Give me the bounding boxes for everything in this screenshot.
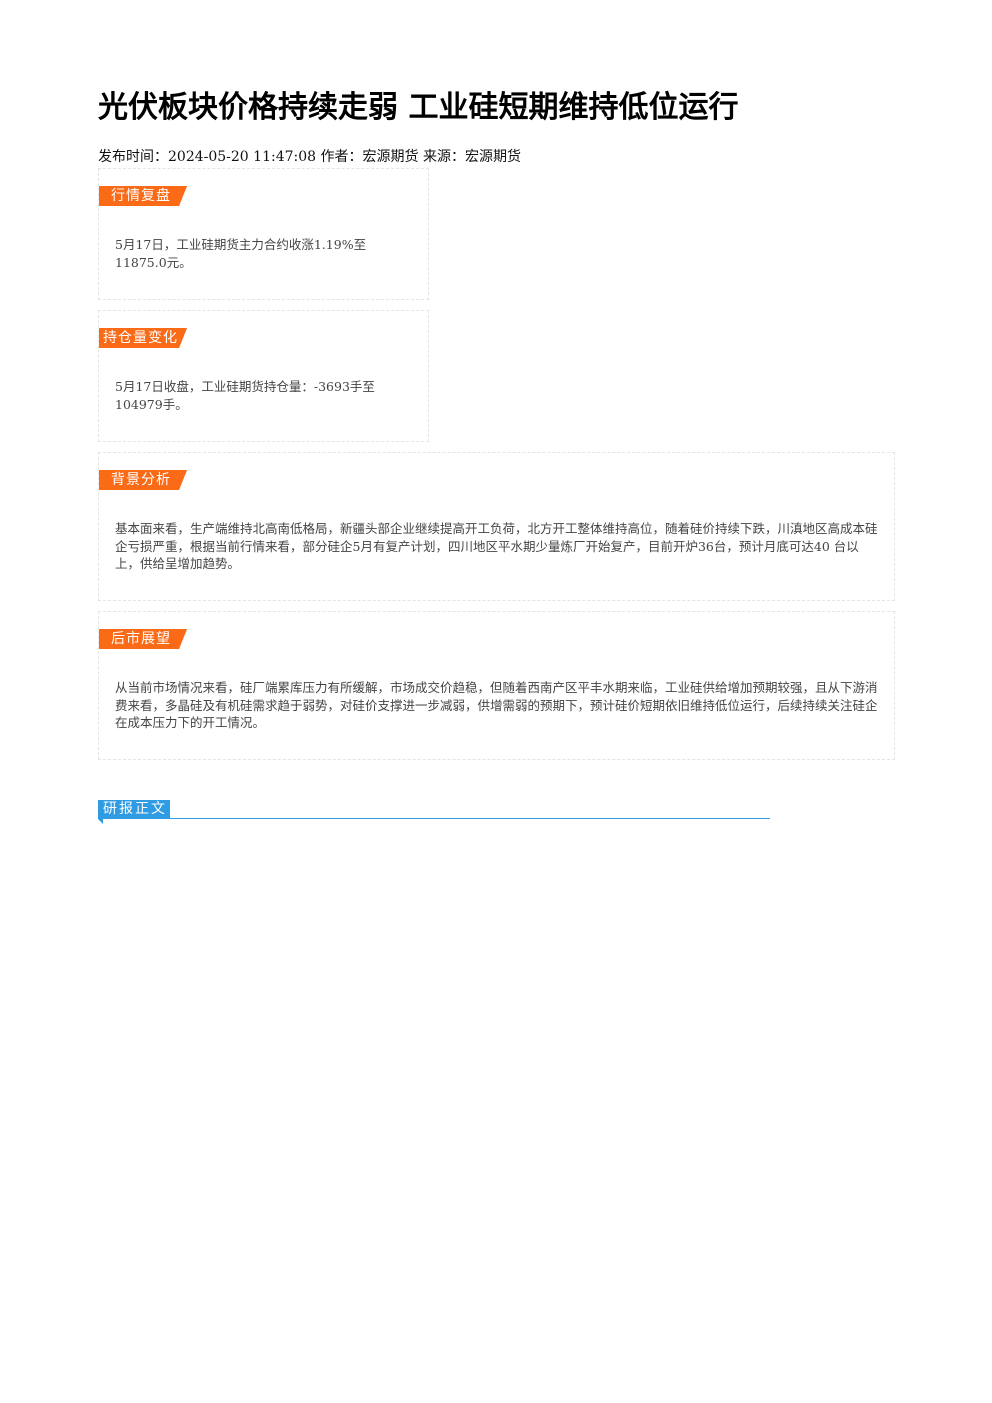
market-review-text: 5月17日，工业硅期货主力合约收涨1.19%至11875.0元。 xyxy=(115,237,367,270)
outlook-text: 从当前市场情况来看，硅厂端累库压力有所缓解，市场成交价趋稳，但随着西南产区平丰水… xyxy=(115,680,878,730)
open-interest-card: 持仓量变化 5月17日收盘，工业硅期货持仓量：-3693手至104979手。 xyxy=(98,310,429,442)
page-title: 光伏板块价格持续走弱 工业硅短期维持低位运行 xyxy=(98,90,739,125)
outlook-tag: 后市展望 xyxy=(99,629,187,649)
published-label: 发布时间： xyxy=(98,149,168,165)
author-value: 宏源期货 xyxy=(362,149,419,165)
report-body-header: 研报正文 xyxy=(98,800,770,824)
author-label: 作者： xyxy=(320,149,363,165)
published-value: 2024-05-20 11:47:08 xyxy=(168,149,317,165)
open-interest-tag: 持仓量变化 xyxy=(99,328,187,348)
report-divider xyxy=(170,818,770,819)
outlook-card: 后市展望 从当前市场情况来看，硅厂端累库压力有所缓解，市场成交价趋稳，但随着西南… xyxy=(98,611,895,760)
article-meta: 发布时间：2024-05-20 11:47:08 作者：宏源期货 来源：宏源期货 xyxy=(98,146,521,168)
background-analysis-card: 背景分析 基本面来看，生产端维持北高南低格局，新疆头部企业继续提高开工负荷，北方… xyxy=(98,452,895,601)
market-review-tag: 行情复盘 xyxy=(99,186,187,206)
open-interest-text: 5月17日收盘，工业硅期货持仓量：-3693手至104979手。 xyxy=(115,379,375,412)
market-review-card: 行情复盘 5月17日，工业硅期货主力合约收涨1.19%至11875.0元。 xyxy=(98,168,429,300)
report-body-tag: 研报正文 xyxy=(98,800,170,824)
background-analysis-tag: 背景分析 xyxy=(99,470,187,490)
source-label: 来源： xyxy=(422,149,465,165)
source-value: 宏源期货 xyxy=(464,149,521,165)
background-analysis-text: 基本面来看，生产端维持北高南低格局，新疆头部企业继续提高开工负荷，北方开工整体维… xyxy=(115,521,878,571)
